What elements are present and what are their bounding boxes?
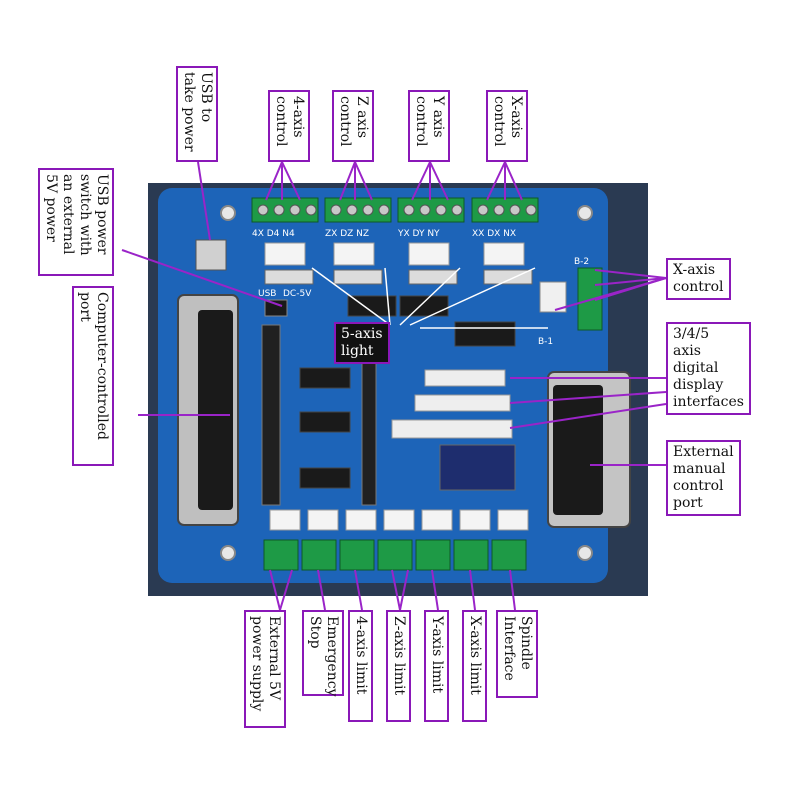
label-y-axis-limit: Y-axis limit	[424, 610, 449, 722]
label-4axis-limit: 4-axis limit	[348, 610, 373, 722]
pcb-board	[158, 188, 608, 583]
label-z-axis-limit: Z-axis limit	[386, 610, 411, 722]
label-x-axis-limit: X-axis limit	[462, 610, 487, 722]
